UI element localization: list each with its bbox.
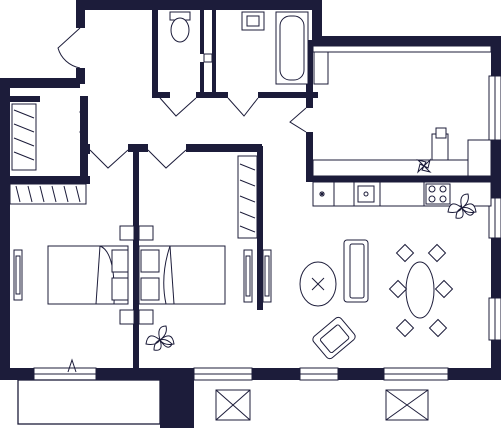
plant-icon <box>447 193 477 219</box>
wardrobe-icon <box>11 103 37 171</box>
kitchen-door-icon <box>289 107 307 133</box>
bed-icon <box>47 245 129 305</box>
entrance-door-icon <box>57 27 81 69</box>
plant-icon <box>416 158 432 174</box>
windows <box>17 75 501 425</box>
balcony <box>17 379 161 425</box>
bedroom-middle-door-icon <box>147 149 187 169</box>
bed-icon <box>313 51 329 85</box>
stool-icon <box>435 127 447 139</box>
wardrobe-icon <box>9 183 87 205</box>
nightstand-icon <box>119 309 135 325</box>
bedroom-left-door-icon <box>89 149 129 169</box>
kitchen-counter <box>312 159 469 177</box>
toilet-icon <box>169 11 191 43</box>
rug-icon <box>299 261 337 307</box>
bedroom-left <box>9 183 135 325</box>
bathroom-door-icon <box>227 97 259 117</box>
bathroom <box>241 11 309 85</box>
planter-box-icon <box>215 389 251 421</box>
nightstand-icon <box>138 225 154 241</box>
sink-icon <box>357 185 375 203</box>
dining-table-icon <box>388 243 454 338</box>
wc-door-icon <box>159 97 197 117</box>
plant-icon <box>145 325 175 351</box>
bedroom-middle <box>138 155 258 351</box>
sink-icon <box>241 11 265 31</box>
doors <box>57 27 307 373</box>
sofa-icon <box>343 239 369 303</box>
nightstand-icon <box>138 309 154 325</box>
living-dining <box>262 239 454 360</box>
star-decor-icon <box>319 191 325 197</box>
balcony-door-icon <box>67 358 77 373</box>
bathtub-icon <box>275 11 309 85</box>
bed-icon <box>138 245 226 305</box>
nightstand-icon <box>119 225 135 241</box>
armchair-icon <box>312 316 356 360</box>
wardrobe-icon <box>237 155 258 239</box>
storage-door-icon <box>79 101 85 143</box>
wall-mirror-icon <box>13 249 23 301</box>
wall-mirror-icon <box>243 249 253 303</box>
wc-cabinet <box>203 53 213 63</box>
kitchen <box>312 45 492 219</box>
planter-box-icon <box>385 389 429 421</box>
stove-icon <box>425 183 451 205</box>
wc <box>169 11 213 63</box>
storage <box>11 103 37 171</box>
